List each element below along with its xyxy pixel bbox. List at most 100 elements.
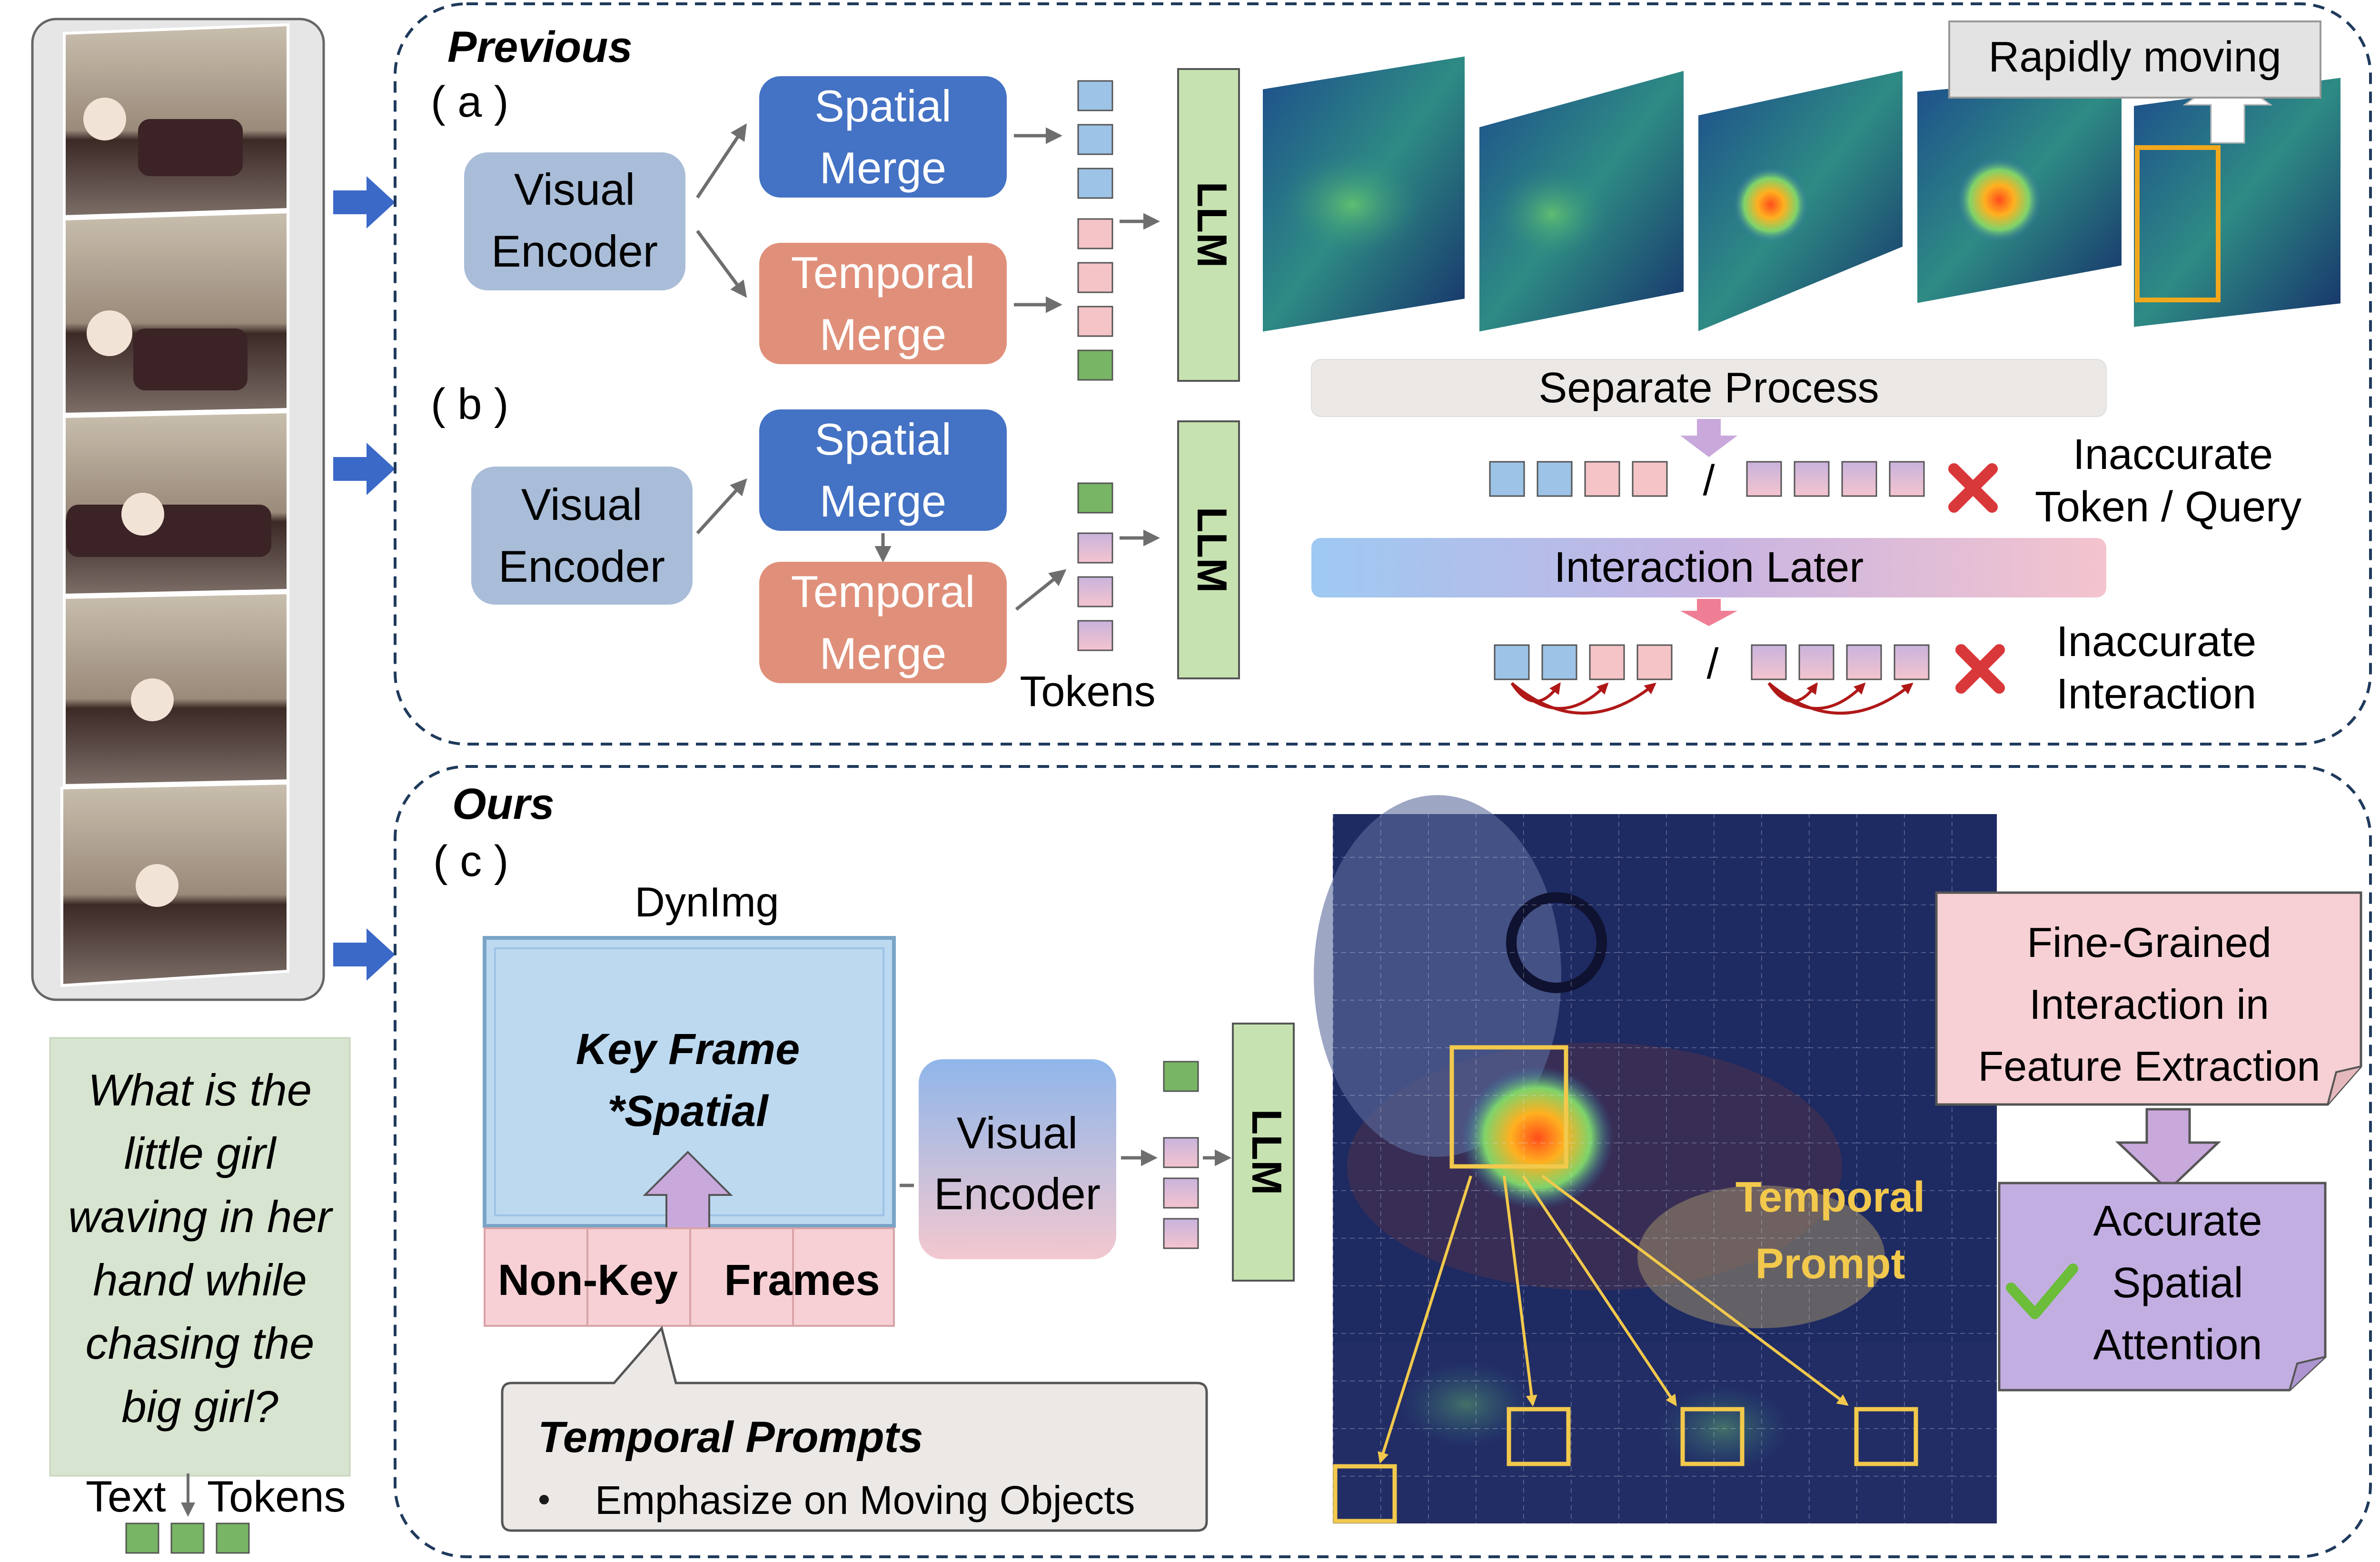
svg-text:Spatial: Spatial xyxy=(814,414,951,464)
question-line: big girl? xyxy=(121,1382,278,1432)
x-mark-icon xyxy=(1955,644,2005,694)
token xyxy=(1636,644,1673,680)
temporal-prompt-label: Prompt xyxy=(1755,1240,1905,1288)
spatial-merge-a: Spatial Merge xyxy=(759,76,1007,198)
token xyxy=(1541,644,1577,680)
x-mark-icon xyxy=(1948,463,1998,513)
svg-text:Spatial: Spatial xyxy=(2112,1259,2243,1307)
token xyxy=(1163,1061,1199,1092)
token xyxy=(170,1522,205,1554)
accurate-note: Accurate Spatial Attention xyxy=(1998,1182,2327,1392)
interaction-later-banner: Interaction Later xyxy=(1311,538,2106,597)
svg-text:Visual: Visual xyxy=(957,1108,1078,1158)
token-column-a xyxy=(1077,80,1113,381)
token xyxy=(1163,1177,1199,1209)
fine-grained-note: Fine-Grained Interaction in Feature Extr… xyxy=(1935,891,2362,1106)
question-line: What is the xyxy=(88,1065,312,1115)
svg-text:Attention: Attention xyxy=(2093,1321,2262,1369)
svg-text:Merge: Merge xyxy=(820,143,946,193)
svg-text:LLM: LLM xyxy=(1189,507,1236,593)
text-tokens-label-right: Tokens xyxy=(207,1472,346,1521)
spatial-merge-b: Spatial Merge xyxy=(759,409,1007,531)
token xyxy=(1163,1137,1199,1168)
video-frame xyxy=(63,410,289,597)
token xyxy=(216,1522,250,1554)
question-line: hand while xyxy=(93,1255,307,1305)
svg-text:Merge: Merge xyxy=(820,476,946,526)
token xyxy=(1077,124,1113,155)
video-frame xyxy=(63,210,289,416)
non-key-frame xyxy=(792,1227,895,1327)
token xyxy=(1794,461,1830,497)
token xyxy=(1077,262,1113,293)
token xyxy=(1894,644,1930,680)
svg-text:Visual: Visual xyxy=(514,164,635,214)
svg-text:Temporal: Temporal xyxy=(791,248,975,298)
llm-ours: LLM xyxy=(1232,1023,1295,1282)
token xyxy=(1751,644,1787,680)
dynimg-image: Key Frame *Spatial Non-Key Frames xyxy=(483,936,896,1327)
heatmap-frame xyxy=(1260,53,1468,335)
svg-text:Interaction Later: Interaction Later xyxy=(1554,544,1864,591)
previous-panel xyxy=(394,2,2372,746)
temporal-prompt-arrows xyxy=(1378,1174,1849,1464)
svg-text:Rapidly moving: Rapidly moving xyxy=(1988,33,2281,81)
ours-panel xyxy=(394,765,2372,1558)
token xyxy=(1077,80,1113,111)
token xyxy=(1077,218,1113,249)
highlight-box xyxy=(1449,1045,1568,1169)
strip-arrows xyxy=(333,176,395,981)
svg-text:Accurate: Accurate xyxy=(2093,1197,2262,1245)
temporal-prompts-callout: Temporal Prompts Emphasize on Moving Obj… xyxy=(501,1325,1208,1532)
label-a: ( a ) xyxy=(431,78,509,126)
token xyxy=(1798,644,1835,680)
svg-text:Merge: Merge xyxy=(820,309,946,359)
temporal-merge-b: Temporal Merge xyxy=(759,562,1007,683)
visual-encoder-a: Visual Encoder xyxy=(464,152,685,290)
question-line: waving in her xyxy=(68,1192,334,1242)
svg-text:Visual: Visual xyxy=(521,479,642,529)
svg-text:Encoder: Encoder xyxy=(934,1169,1101,1219)
video-frame xyxy=(63,591,289,787)
inaccurate-interaction-line: Interaction xyxy=(2056,670,2256,718)
token xyxy=(1746,461,1782,497)
heatmap-frames-a xyxy=(1260,53,2343,336)
token xyxy=(1077,620,1113,651)
inaccurate-token-query-line: Inaccurate xyxy=(2073,431,2273,478)
visual-encoder-ours: Visual Encoder xyxy=(919,1059,1116,1259)
svg-text:Temporal Prompts: Temporal Prompts xyxy=(538,1413,923,1462)
arrow-down-icon xyxy=(2115,1108,2221,1192)
token xyxy=(1077,482,1113,514)
token xyxy=(1632,461,1668,497)
slash-separator: / xyxy=(1706,640,1718,688)
svg-text:LLM: LLM xyxy=(1243,1109,1290,1195)
label-b: ( b ) xyxy=(431,380,509,428)
heatmap-frame xyxy=(1696,67,1905,336)
svg-text:Merge: Merge xyxy=(820,628,946,678)
svg-text:Spatial: Spatial xyxy=(814,81,951,131)
highlight-box xyxy=(1333,1464,1397,1523)
heatmap-frame xyxy=(1477,67,1686,335)
non-key-frame xyxy=(586,1227,691,1327)
llm-a: LLM xyxy=(1177,68,1240,382)
tokens-label: Tokens xyxy=(1020,668,1155,716)
video-frame xyxy=(60,781,289,987)
token xyxy=(1077,576,1113,607)
interaction-arcs xyxy=(1510,682,1914,715)
token xyxy=(1584,461,1620,497)
question-line: chasing the xyxy=(86,1318,315,1368)
svg-text:Interaction in: Interaction in xyxy=(2029,981,2269,1028)
arrow-right-icon xyxy=(333,928,395,981)
token xyxy=(1077,349,1113,381)
token-column-b xyxy=(1077,482,1113,651)
svg-text:Fine-Grained: Fine-Grained xyxy=(2027,919,2271,966)
bullet-icon xyxy=(539,1495,549,1504)
highlight-box xyxy=(1854,1407,1918,1466)
token xyxy=(1077,168,1113,199)
arrow-right-icon xyxy=(333,443,395,495)
token xyxy=(1489,461,1525,497)
arrow-down-icon xyxy=(1680,599,1737,626)
token xyxy=(1163,1218,1199,1249)
non-key-frames-label: Frames xyxy=(724,1256,880,1304)
